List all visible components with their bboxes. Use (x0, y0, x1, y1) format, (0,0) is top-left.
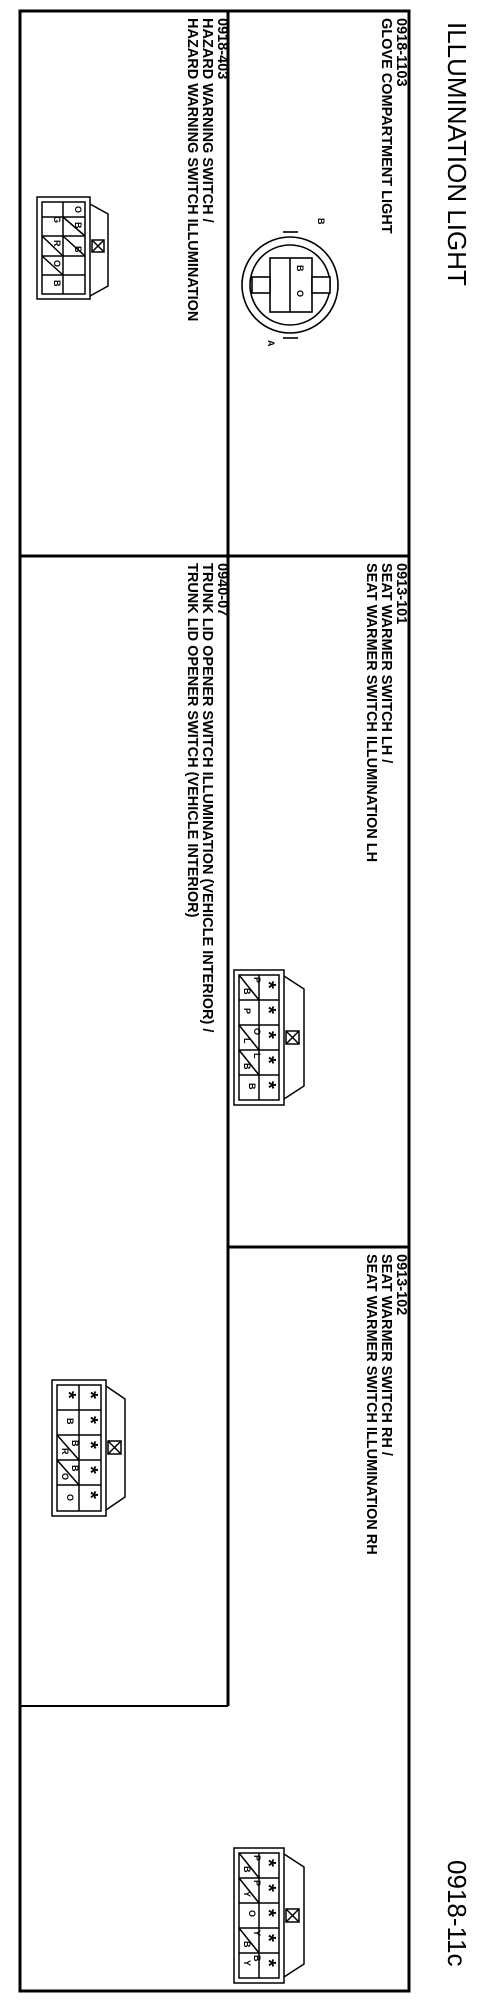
pin-label: B (73, 222, 83, 229)
pin-label: B (242, 1866, 252, 1873)
pin-label: O (73, 206, 83, 213)
pin-star: * (257, 1934, 279, 1942)
pin-label: R (60, 1448, 70, 1455)
pin-star: * (79, 1491, 101, 1499)
pin-label: B (70, 1465, 80, 1472)
side-label-b: B (316, 218, 326, 225)
pin-label: B (70, 1440, 80, 1447)
connector-0940-07: 0940-07 TRUNK LID OPENER SWITCH ILLUMINA… (51, 563, 230, 1517)
pin-label: L (252, 1053, 262, 1059)
pin-star: * (79, 1441, 101, 1449)
connector-0913-101: 0913-101 SEAT WARMER SWITCH LH / SEAT WA… (233, 563, 409, 1106)
connector-0918-1103: 0918-1103 GLOVE COMPARTMENT LIGHT B A B … (241, 18, 409, 347)
pin-label: B (295, 265, 305, 272)
pin-label: B (247, 1083, 257, 1090)
connector-id: 0918-1103 (393, 18, 409, 87)
pin-label: R (52, 240, 62, 247)
pin-label: L (242, 1038, 252, 1044)
connector-desc-line-1: GLOVE COMPARTMENT LIGHT (378, 18, 394, 234)
pin-star: * (257, 1959, 279, 1967)
pin-star: * (79, 1466, 101, 1474)
pin-label: B (65, 1418, 75, 1425)
pin-label: O (52, 260, 62, 267)
pin-label: O (247, 1910, 257, 1917)
pin-label: Y (242, 1960, 252, 1966)
pin-label: O (65, 1494, 75, 1501)
pin-label: B (252, 1955, 262, 1962)
pin-star: * (257, 1006, 279, 1014)
round-connector-drawing (241, 231, 339, 339)
pin-label: O (252, 1028, 262, 1035)
page-code: 0918-11c (442, 1860, 472, 1967)
page-title: ILLUMINATION LIGHT (442, 22, 472, 286)
connector-id: 0913-101 (393, 563, 409, 624)
pin-label: O (60, 1473, 70, 1480)
pin-label: P (252, 1855, 262, 1861)
pin-star: * (79, 1416, 101, 1424)
connector-desc-line-2: HAZARD WARNING SWITCH ILLUMINATION (184, 18, 200, 321)
pin-label: O (295, 290, 305, 297)
hazard-connector-drawing (36, 196, 109, 300)
seat-lh-connector-drawing (233, 969, 305, 1106)
pin-label: P (252, 1880, 262, 1886)
pin-label: G (52, 216, 62, 223)
connector-id: 0940-07 (214, 563, 230, 616)
connector-0913-102: 0913-102 SEAT WARMER SWITCH RH / SEAT WA… (233, 1254, 409, 1984)
pin-label: P (252, 977, 262, 983)
connector-id: 0913-102 (393, 1254, 409, 1315)
pin-label: Y (242, 1891, 252, 1897)
seat-rh-connector-drawing (233, 1847, 305, 1984)
pin-label: B (242, 1063, 252, 1070)
connector-desc-line-1: TRUNK LID OPENER SWITCH ILLUMINATION (VE… (199, 563, 215, 1032)
trunk-connector-drawing (51, 1379, 126, 1517)
pin-star: * (257, 1859, 279, 1867)
connector-id: 0918-403 (214, 18, 230, 79)
pin-star: * (257, 1884, 279, 1892)
side-label-a: A (266, 340, 276, 347)
connector-desc-line-2: SEAT WARMER SWITCH ILLUMINATION RH (363, 1254, 379, 1555)
pin-label: B (52, 280, 62, 287)
pin-label: B (242, 988, 252, 995)
pin-label: P (242, 1008, 252, 1014)
pin-star: * (257, 981, 279, 989)
pin-star: * (79, 1391, 101, 1399)
grid-frame (18, 9, 411, 1993)
pin-star: * (257, 1909, 279, 1917)
pin-star: * (257, 1031, 279, 1039)
pin-label: Y (252, 1930, 262, 1936)
pin-star: * (57, 1391, 79, 1399)
connector-desc-line-1: SEAT WARMER SWITCH RH / (378, 1254, 394, 1456)
connector-desc-line-1: HAZARD WARNING SWITCH / (199, 18, 215, 223)
connector-0918-403: 0918-403 HAZARD WARNING SWITCH / HAZARD … (36, 18, 230, 321)
pin-label: B (73, 246, 83, 253)
connector-desc-line-2: SEAT WARMER SWITCH ILLUMINATION LH (363, 563, 379, 862)
pin-star: * (257, 1056, 279, 1064)
pin-label: B (242, 1941, 252, 1948)
pin-star: * (257, 1081, 279, 1089)
connector-desc-line-2: TRUNK LID OPENER SWITCH (VEHICLE INTERIO… (184, 563, 200, 918)
connector-desc-line-1: SEAT WARMER SWITCH LH / (378, 563, 394, 763)
